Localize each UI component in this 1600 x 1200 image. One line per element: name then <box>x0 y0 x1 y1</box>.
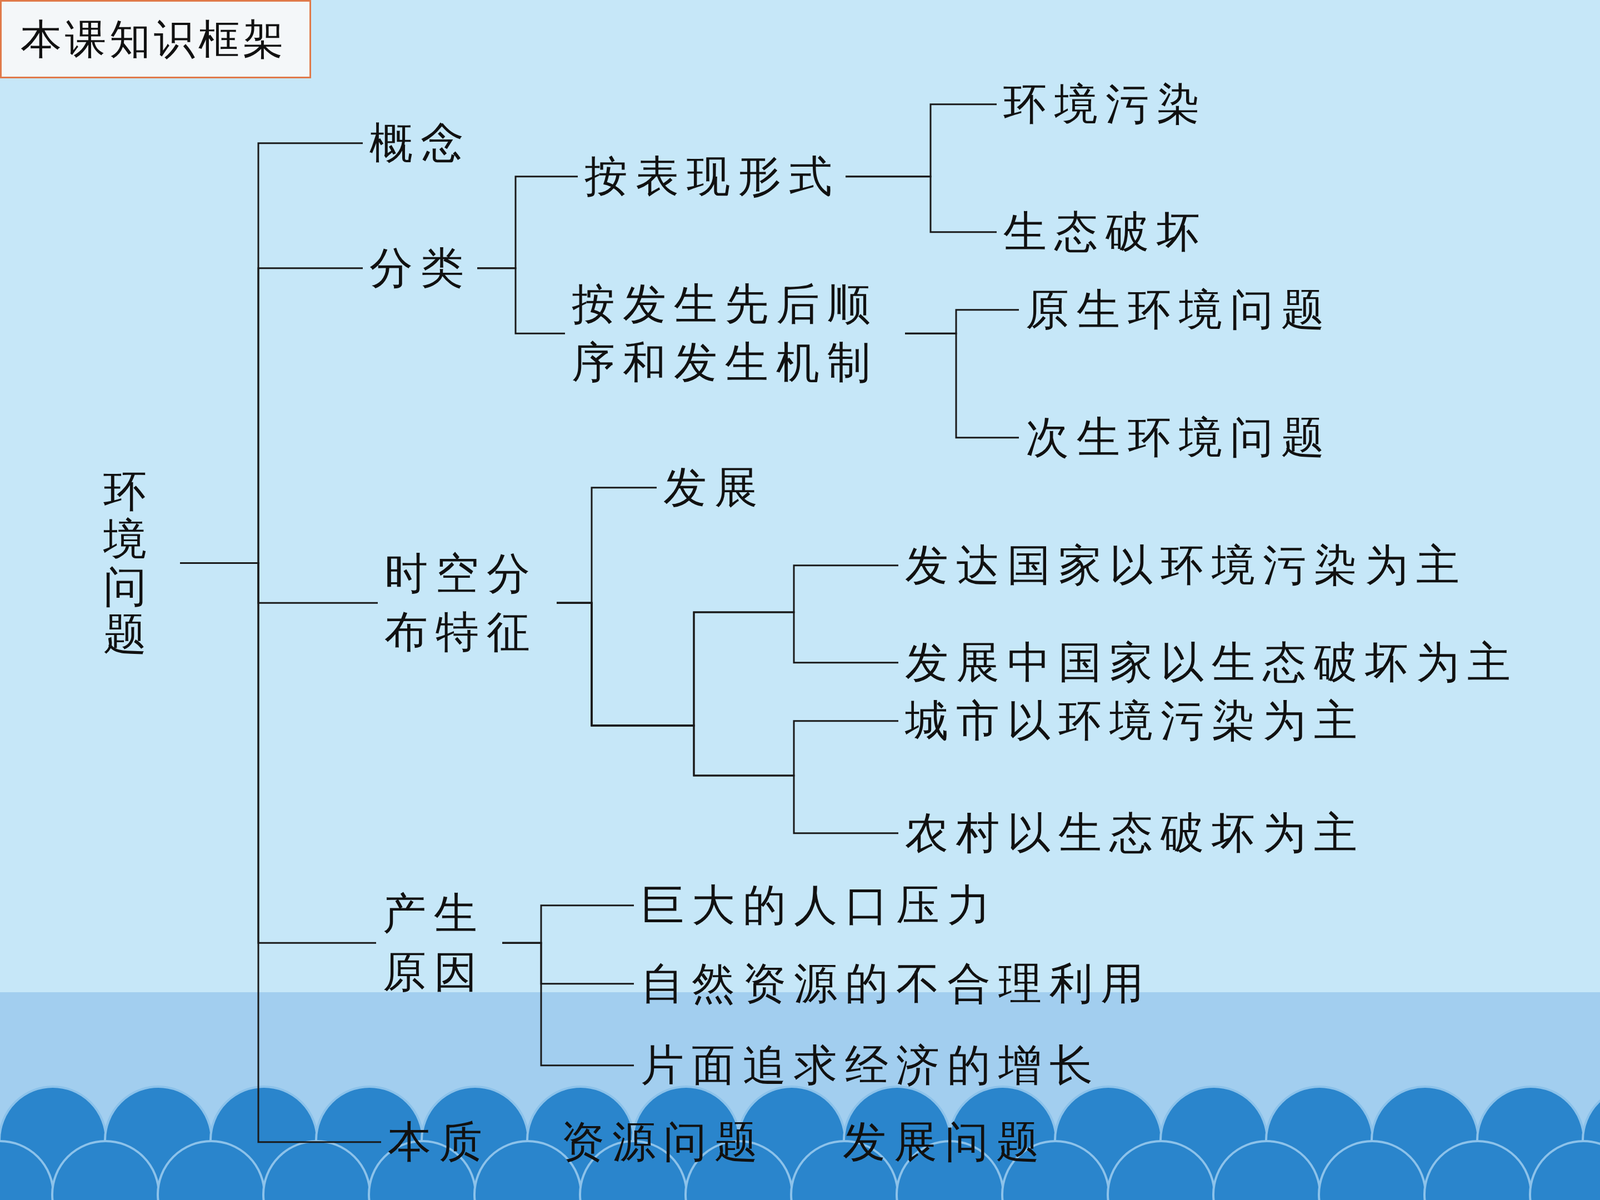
topic-node: 环境污染 <box>1003 75 1208 134</box>
text-label: 发展问题 <box>842 1112 1048 1172</box>
wave-circle <box>1107 1141 1215 1200</box>
bracket-connector <box>502 942 634 1065</box>
label-text: 发展问题 <box>842 1117 1048 1167</box>
node-text: 城市以环境污染为主 <box>905 696 1365 745</box>
topic-node: 农村以生态破坏为主 <box>905 803 1365 863</box>
node-text: 发展 <box>663 463 766 512</box>
bracket-connector <box>556 602 899 833</box>
wave-circle <box>52 1141 159 1200</box>
node-text: 次生环境问题 <box>1025 413 1333 462</box>
bracket-connector <box>905 310 1019 334</box>
topic-node: 环境问题 <box>103 467 147 659</box>
node-text: 发展中国家以生态破坏为主 <box>905 638 1519 687</box>
node-text: 产生 原因 <box>382 889 485 997</box>
node-text: 概念 <box>369 118 472 168</box>
topic-node: 本质 <box>387 1112 490 1172</box>
text-label: 资源问题 <box>561 1112 766 1172</box>
wave-circle <box>1213 1141 1320 1200</box>
topic-node: 分类 <box>369 238 472 298</box>
bracket-connector <box>180 563 382 1143</box>
topic-node: 巨大的人口压力 <box>640 876 999 935</box>
topic-node: 发达国家以环境污染为主 <box>905 536 1468 595</box>
bracket-connector <box>180 563 377 944</box>
topic-node: 时空分 布特征 <box>384 544 552 662</box>
node-text: 按表现形式 <box>584 152 840 201</box>
wave-circle <box>1424 1141 1532 1200</box>
topic-node: 片面追求经济的增长 <box>640 1036 1101 1095</box>
bracket-connector <box>477 176 578 269</box>
bracket-connector <box>502 905 634 944</box>
bracket-connector <box>502 942 634 984</box>
bracket-connector <box>180 268 363 564</box>
topic-node: 原生环境问题 <box>1025 280 1333 339</box>
node-text: 原生环境问题 <box>1025 285 1333 334</box>
node-text: 时空分 布特征 <box>384 549 538 657</box>
node-text: 按发生先后顺 序和发生机制 <box>571 280 879 387</box>
wave-circle <box>0 1141 54 1200</box>
title-box: 本课知识框架 <box>0 0 312 79</box>
topic-node: 按发生先后顺 序和发生机制 <box>571 275 900 393</box>
node-text: 本质 <box>387 1117 490 1167</box>
node-text: 自然资源的不合理利用 <box>640 959 1152 1008</box>
bracket-connector <box>905 333 1019 438</box>
bracket-connector <box>556 602 899 726</box>
bracket-connector <box>556 602 899 776</box>
topic-node: 产生 原因 <box>382 884 497 1002</box>
bracket-connector <box>556 487 657 604</box>
topic-node: 概念 <box>369 113 472 173</box>
wave-circle <box>1318 1141 1426 1200</box>
wave-pattern <box>0 1086 1600 1200</box>
node-text: 片面追求经济的增长 <box>640 1041 1101 1090</box>
node-text: 巨大的人口压力 <box>640 881 999 930</box>
topic-node: 发展中国家以生态破坏为主 <box>905 633 1519 692</box>
bracket-connector <box>180 563 378 604</box>
topic-node: 按表现形式 <box>584 147 840 206</box>
title-text: 本课知识框架 <box>20 16 288 63</box>
bracket-connector <box>845 176 997 233</box>
wave-circle <box>1530 1141 1600 1200</box>
wave-circle <box>157 1141 265 1200</box>
wave-circle <box>263 1141 370 1200</box>
topic-node: 次生环境问题 <box>1025 408 1333 467</box>
bracket-connector <box>180 143 363 564</box>
node-text: 环境污染 <box>1003 80 1208 129</box>
label-text: 资源问题 <box>561 1117 766 1167</box>
topic-node: 生态破坏 <box>1003 202 1208 262</box>
node-text: 环境问题 <box>103 467 147 659</box>
node-text: 分类 <box>369 243 472 293</box>
node-text: 发达国家以环境污染为主 <box>905 541 1468 590</box>
node-text: 农村以生态破坏为主 <box>905 808 1365 858</box>
bracket-connector <box>477 268 565 334</box>
bracket-connector <box>845 104 997 177</box>
topic-node: 自然资源的不合理利用 <box>640 954 1152 1013</box>
topic-node: 发展 <box>663 458 766 517</box>
bracket-connector <box>556 565 899 726</box>
topic-node: 城市以环境污染为主 <box>905 691 1365 750</box>
node-text: 生态破坏 <box>1003 207 1208 257</box>
